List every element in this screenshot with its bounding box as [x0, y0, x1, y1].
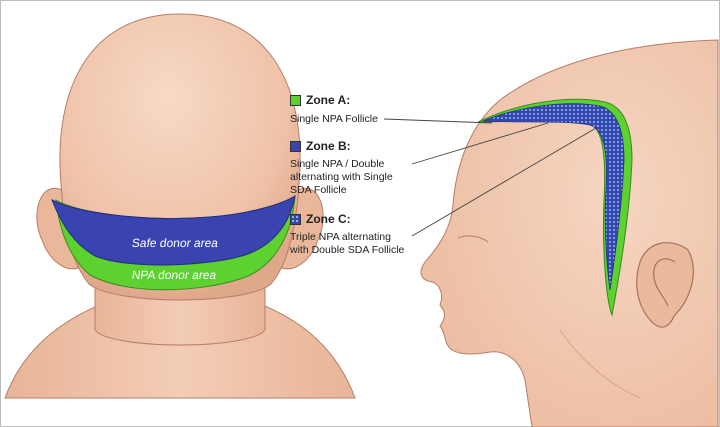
leader-lines	[383, 118, 597, 237]
zone-a-desc: Single NPA Follicle	[290, 113, 378, 125]
zone-c-desc-line2: with Double SDA Follicle	[290, 244, 405, 256]
side-ear	[636, 242, 694, 328]
zone-c-swatch	[290, 214, 301, 225]
side-view-head	[420, 39, 719, 427]
zone-b-desc-line3: SDA Follicle	[290, 184, 347, 196]
ear-inner	[653, 258, 676, 307]
leader-zone-b	[411, 122, 549, 165]
zone-c-title: Zone C:	[306, 212, 351, 226]
leader-zone-a	[383, 118, 493, 124]
zone-b-desc-line1: Single NPA / Double	[290, 158, 385, 170]
zone-c-desc-line1: Triple NPA alternating	[290, 231, 391, 243]
jaw-line	[559, 329, 641, 399]
safe-donor-label: Safe donor area	[130, 236, 220, 250]
zone-b-swatch	[290, 141, 301, 152]
zone-a-title: Zone A:	[306, 93, 351, 107]
eye-line	[457, 235, 489, 243]
npa-donor-label: NPA donor area	[130, 268, 218, 282]
safe-donor-band	[51, 194, 296, 266]
zone-b-desc-line2: alternating with Single	[290, 171, 393, 183]
leader-zone-c	[411, 127, 597, 237]
zone-bc-strip	[482, 103, 625, 291]
zone-b-title: Zone B:	[306, 139, 351, 153]
back-view-head	[4, 13, 356, 399]
side-head-silhouette	[420, 39, 719, 427]
zone-a-swatch	[290, 95, 301, 106]
